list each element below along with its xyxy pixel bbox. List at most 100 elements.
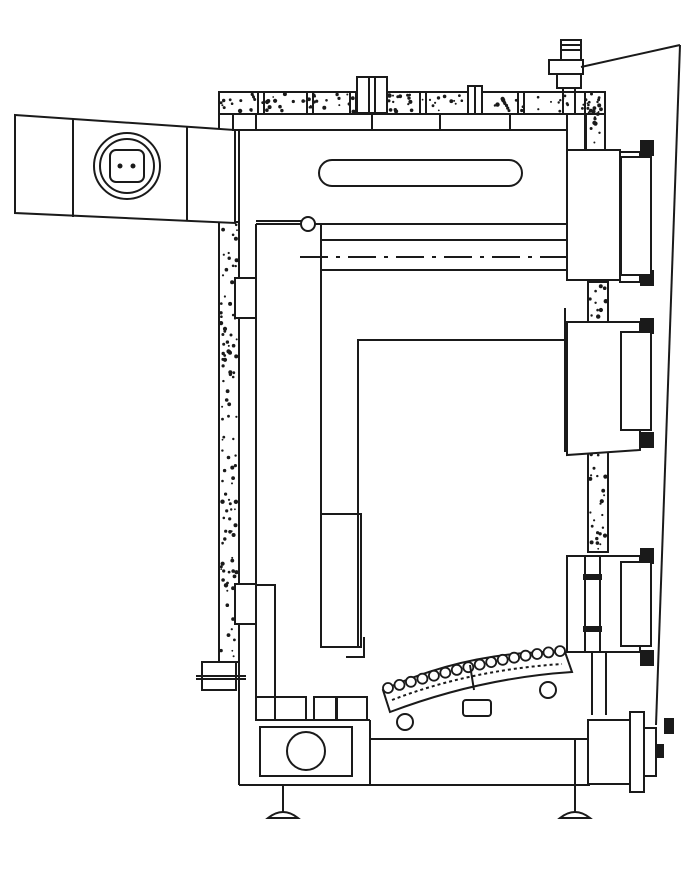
insulation-dot	[219, 565, 223, 569]
insulation-dot	[219, 311, 223, 315]
insulation-dot	[225, 603, 230, 607]
insulation-dot	[234, 508, 236, 511]
insulation-dot	[230, 465, 235, 470]
insulation-dot	[272, 96, 275, 98]
insulation-dot	[396, 95, 400, 99]
insulation-dot	[392, 100, 395, 104]
insulation-dot	[228, 502, 232, 506]
insulation-dot	[239, 99, 243, 103]
insulation-dot	[231, 476, 236, 480]
insulation-dot	[231, 649, 234, 652]
insulation-dot	[222, 106, 226, 110]
insulation-dot	[234, 264, 237, 268]
insulation-dot	[588, 100, 591, 104]
insulation-dot	[233, 638, 236, 642]
insulation-dot	[266, 99, 271, 103]
insulation-dot	[595, 536, 599, 541]
insulation-dot	[603, 299, 608, 304]
insulation-dot	[598, 131, 601, 134]
top-studs	[255, 114, 511, 130]
insulation-dot	[596, 100, 599, 104]
insulation-dot	[221, 351, 225, 356]
insulation-dot	[598, 284, 603, 289]
insulation-dot	[536, 95, 540, 99]
insulation-dot	[408, 99, 413, 104]
insulation-dot	[428, 98, 432, 101]
insulation-dot	[550, 100, 552, 103]
insulation-dot	[223, 537, 227, 541]
grate-bar	[485, 656, 498, 668]
insulation-dot	[226, 349, 231, 354]
insulation-dot	[537, 108, 540, 111]
insulation-dot	[584, 98, 588, 102]
insulation-dot	[226, 455, 231, 460]
insulation-dot	[228, 301, 233, 306]
insulation-dot	[599, 499, 604, 504]
insulation-dot	[231, 313, 235, 317]
foot-left	[265, 785, 301, 819]
foot-right	[557, 785, 593, 819]
insulation-dot	[458, 94, 461, 97]
insulation-dot	[586, 106, 590, 110]
firebrick-floor-mid	[313, 696, 337, 721]
insulation-dot	[506, 106, 510, 110]
insulation-dot	[219, 101, 223, 105]
insulation-dot	[231, 533, 236, 537]
grate-bar	[450, 664, 463, 676]
chamber-bracket	[346, 637, 365, 658]
insulation-dot	[434, 101, 437, 104]
insulation-dot	[267, 105, 272, 110]
insulation-dot	[581, 107, 584, 110]
firebrick-floor-left	[255, 696, 307, 721]
insulation-dot	[582, 103, 585, 106]
insulation-dot	[226, 581, 229, 585]
insulation-dot	[398, 94, 403, 99]
insulation-dot	[221, 479, 224, 483]
insulation-dot	[265, 108, 269, 112]
insulation-dot	[234, 354, 239, 359]
insulation-dot	[231, 233, 235, 237]
insulation-dot	[601, 526, 605, 529]
insulation-dot	[233, 236, 238, 241]
insulation-dot	[557, 101, 560, 104]
firebrick-floor-right	[336, 696, 368, 721]
insulation-dot	[224, 267, 229, 272]
insulation-dot	[598, 307, 604, 313]
insulation-dot	[595, 112, 600, 116]
insulation-dot	[273, 98, 278, 103]
insulation-dot	[503, 101, 507, 106]
grate-bar	[416, 672, 429, 685]
top-connector-right	[467, 85, 483, 115]
insulation-dot	[220, 315, 223, 319]
insulation-dot	[603, 494, 606, 497]
insulation-dot	[221, 541, 224, 545]
insulation-dot	[231, 375, 235, 379]
insulation-dot	[590, 314, 593, 317]
insulation-dot	[601, 488, 606, 493]
insulation-dot	[224, 398, 229, 402]
insulation-dot	[230, 530, 233, 533]
insulation-dot	[232, 655, 235, 658]
insulation-dot	[225, 389, 230, 394]
insulation-dot	[233, 523, 238, 528]
insulation-dot	[394, 109, 399, 114]
insulation-dot	[222, 379, 225, 383]
insulation-dot	[222, 435, 226, 439]
insulation-dot	[234, 454, 237, 457]
insulation-dot	[250, 109, 253, 112]
lower-door	[566, 548, 654, 715]
insulation-dot	[593, 519, 596, 522]
insulation-dot	[226, 633, 231, 637]
insulation-dot	[291, 99, 295, 104]
insulation-dot	[598, 532, 602, 536]
insulation-dot	[231, 343, 236, 348]
insulation-dot	[228, 517, 232, 521]
insulation-dot	[596, 314, 601, 319]
insulation-dot	[592, 466, 596, 470]
insulation-dot	[232, 574, 237, 579]
insulation-dot	[231, 569, 235, 573]
insulation-dot	[220, 499, 225, 504]
insulation-dot	[227, 251, 230, 255]
insulation-dot	[223, 295, 226, 298]
insulation-dot	[222, 516, 226, 520]
